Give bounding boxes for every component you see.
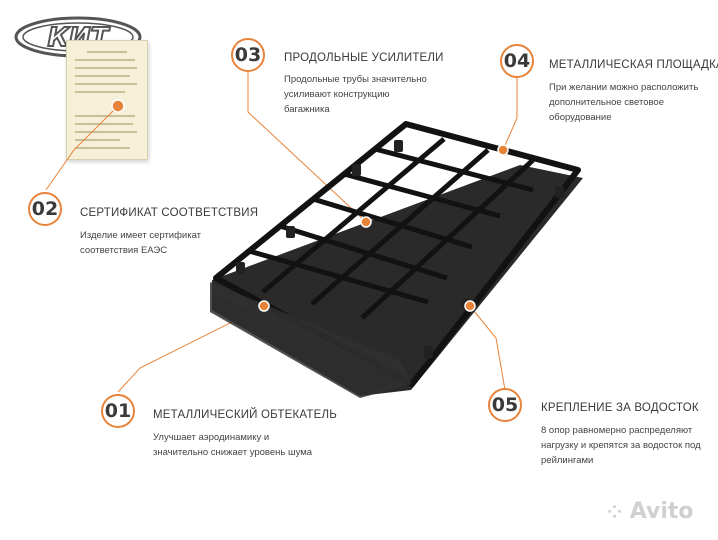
callout-number-05: 05 — [488, 388, 522, 422]
callout-desc-03: Продольные трубы значительно усиливают к… — [284, 74, 427, 115]
callout-number-04: 04 — [500, 44, 534, 78]
avito-dots-icon: ⁘ — [607, 502, 623, 523]
certificate-image — [66, 40, 148, 160]
callout-title-conformity-certificate: СЕРТИФИКАТ СООТВЕТСТВИЯ — [80, 207, 259, 219]
callout-title-metal-platform: МЕТАЛЛИЧЕСКАЯ ПЛОЩАДКА — [549, 59, 718, 71]
callout-number-01: 01 — [101, 394, 135, 428]
callout-number-02: 02 — [28, 192, 62, 226]
callout-title-longitudinal-reinforcements: ПРОДОЛЬНЫЕ УСИЛИТЕЛИ — [284, 52, 444, 64]
callout-title-metal-fairing: МЕТАЛЛИЧЕСКИЙ ОБТЕКАТЕЛЬ — [153, 409, 337, 421]
callout-number-03: 03 — [231, 38, 265, 72]
callout-desc-04: При желании можно расположить дополнител… — [549, 82, 699, 123]
callout-desc-05: 8 опор равномерно распределяют нагрузку … — [541, 425, 701, 466]
callout-desc-01: Улучшает аэродинамику и значительно сниж… — [153, 432, 313, 458]
callout-desc-02: Изделие имеет сертификат соответствия ЕА… — [80, 230, 202, 256]
callout-title-gutter-mount: КРЕПЛЕНИЕ ЗА ВОДОСТОК — [541, 402, 699, 414]
avito-watermark: ⁘ Avito — [607, 499, 694, 524]
